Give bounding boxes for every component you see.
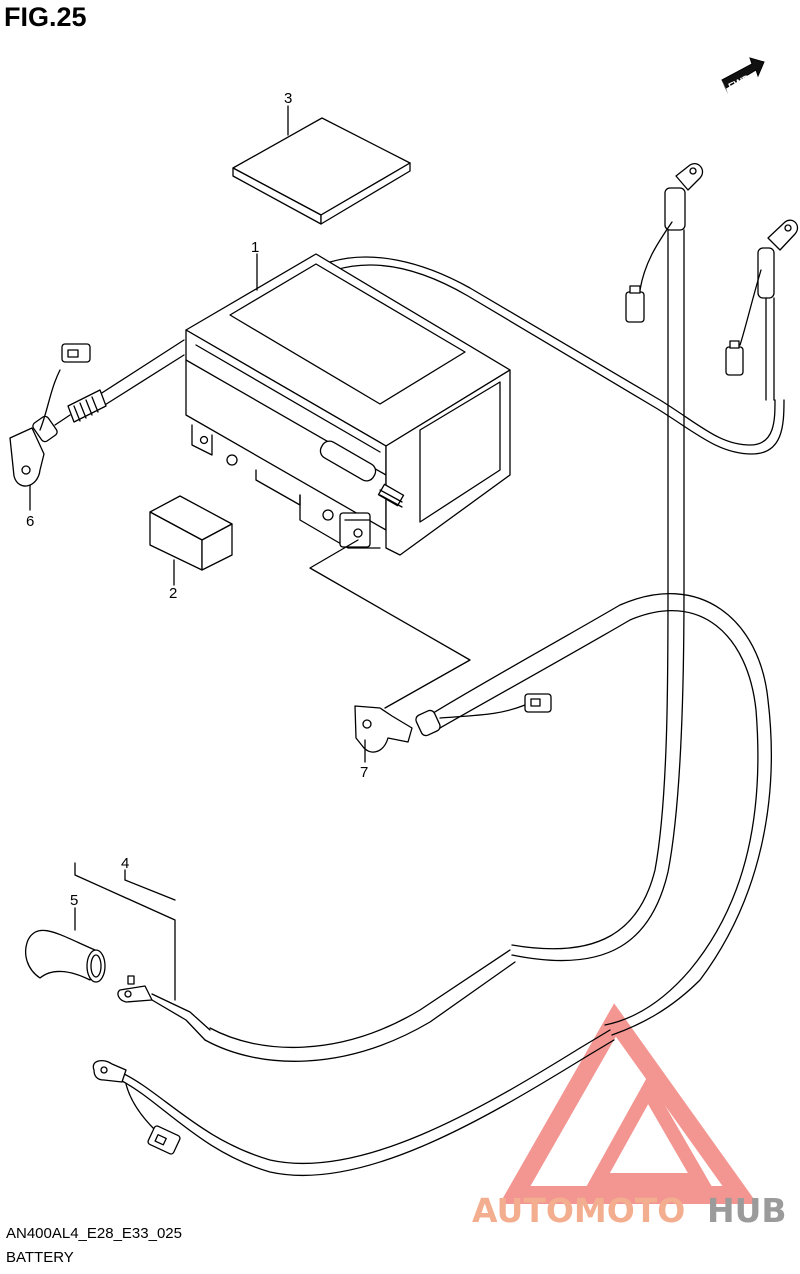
left-cable-6 [9, 339, 185, 487]
battery-body [185, 253, 511, 556]
callout-5: 5 [70, 892, 78, 909]
callout-1: 1 [251, 239, 259, 256]
battery-spacer [149, 495, 233, 571]
watermark-triangle-outer [499, 1003, 758, 1204]
callout-2: 2 [169, 585, 177, 602]
watermark-text-automoto: AUTOMOTO [472, 1191, 685, 1230]
callout-6: 6 [26, 513, 34, 530]
top-right-cable-a [511, 163, 704, 962]
cable-4 [117, 949, 516, 1062]
callout-3: 3 [284, 90, 292, 107]
figure-code: AN400AL4_E28_E33_025 [6, 1225, 182, 1242]
callout-4: 4 [121, 855, 129, 872]
watermark-logo: AUTOMOTO HUB [472, 1003, 787, 1230]
callout-leaders [29, 105, 366, 1001]
watermark-text-hub: HUB [707, 1191, 787, 1230]
lower-cable [92, 1029, 615, 1177]
cable-7 [309, 539, 772, 1036]
watermark-triangle-inner [586, 1075, 713, 1187]
top-right-cable-b [725, 219, 799, 401]
battery-pad [232, 117, 411, 225]
terminal-cap-5 [25, 929, 106, 983]
figure-caption: BATTERY [6, 1249, 74, 1266]
fwd-arrow-icon: FWD [721, 57, 765, 94]
main-cable-top [329, 256, 785, 455]
callout-7: 7 [360, 764, 368, 781]
figure-title: FIG.25 [4, 2, 87, 32]
